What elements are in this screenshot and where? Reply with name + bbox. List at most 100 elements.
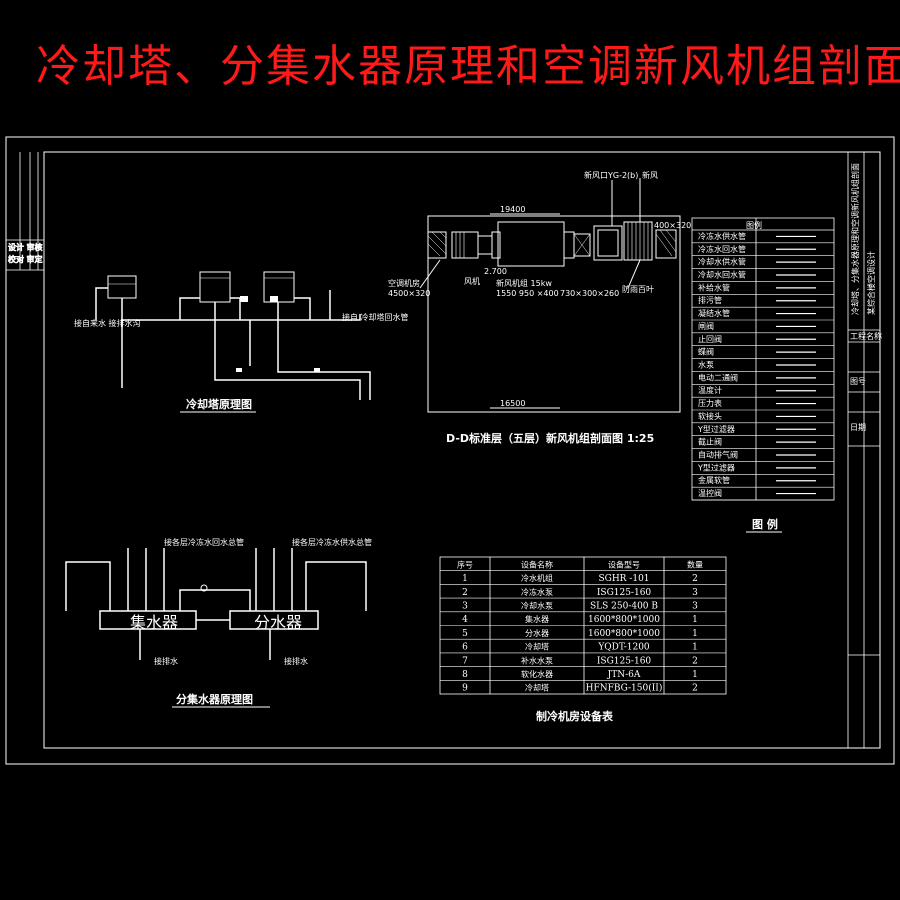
ahu-label-top2: 新风	[642, 170, 658, 180]
ahu-label-box: 730×300×260	[560, 289, 619, 298]
legend-item-label: 补给水管	[698, 282, 730, 292]
left-margin-strip: 设计 审核 校对 审定	[6, 152, 44, 271]
ahu-label-left2: 4500×320	[388, 289, 430, 298]
sheet-inner-border	[43, 151, 881, 749]
manifold-drain-left: 接排水	[154, 656, 178, 666]
cooling-tower-diagram	[95, 271, 371, 400]
table-cell: ISG125-160	[597, 656, 652, 666]
margin-text-b: 校对 审定	[8, 254, 43, 264]
ahu-section-diagram	[419, 178, 681, 413]
ahu-section-caption: D-D标准层（五层）新风机组剖面图 1:25	[446, 431, 654, 445]
table-header-cell: 设备名称	[521, 559, 553, 569]
legend-item-label: 止回阀	[698, 334, 722, 344]
ahu-label-unit: 新风机组 15kw	[496, 278, 552, 288]
legend-item-label: 闸阀	[698, 322, 714, 331]
legend-item-label: 冷却水回水管	[698, 270, 746, 280]
legend-item-label: 冷冻水供水管	[698, 231, 746, 241]
legend-item-label: 压力表	[698, 398, 722, 408]
title-block-rotated-sub: 某综合楼空调设计	[866, 251, 876, 315]
table-cell: 1600*800*1000	[588, 629, 660, 639]
sheet-outer-border	[5, 136, 895, 765]
ahu-label-left: 空调机房	[388, 278, 420, 288]
table-cell: YQDT-1200	[597, 643, 650, 653]
table-cell: 4	[462, 615, 468, 625]
ahu-dim-top: 19400	[500, 205, 525, 214]
legend-item-label: 自动排气阀	[698, 450, 738, 460]
collector-label: 集水器	[130, 613, 178, 632]
legend-item-label: 水泵	[698, 360, 714, 370]
title-block-project: 工程名称	[850, 331, 882, 341]
table-cell: 7	[462, 656, 468, 666]
legend-item-label: Y型过滤器	[697, 462, 735, 472]
table-cell: SGHR -101	[598, 574, 649, 584]
table-cell: 5	[462, 629, 468, 639]
table-cell: 冷水机组	[521, 573, 553, 583]
manifold-right-label: 接各层冷冻水供水总管	[292, 537, 372, 547]
legend-item-label: 温控阀	[698, 488, 722, 498]
table-cell: 冷冻水泵	[521, 587, 553, 597]
legend-caption: 图 例	[752, 517, 778, 531]
ahu-label-top: 新风口YG-2(b)	[584, 170, 638, 180]
table-cell: 冷却水泵	[521, 600, 553, 610]
table-header-cell: 数量	[687, 559, 703, 569]
cooling-tower-caption: 冷却塔原理图	[186, 397, 252, 411]
table-header-cell: 序号	[457, 559, 473, 569]
table-cell: HFNFBG-150(II)	[586, 683, 663, 694]
table-cell: 2	[462, 588, 468, 598]
table-cell: 冷却塔	[525, 683, 549, 693]
drawing-title: 冷却塔、分集水器原理和空调新风机组剖面	[36, 41, 900, 92]
legend-item-label: 软接头	[698, 411, 722, 421]
table-header-cell: 设备型号	[608, 559, 640, 569]
table-cell: 1	[692, 615, 698, 625]
table-cell: 冷却塔	[525, 642, 549, 652]
legend-item-label: 截止阀	[698, 437, 722, 447]
legend-item-label: 冷却水供水管	[698, 257, 746, 267]
manifold-caption: 分集水器原理图	[176, 692, 253, 706]
table-cell: 6	[462, 643, 468, 653]
table-cell: 补水水泵	[521, 655, 553, 665]
title-block	[847, 152, 880, 748]
table-cell: 集水器	[525, 614, 549, 624]
ahu-label-unit2: 1550 950 ×400	[496, 289, 559, 298]
table-cell: ISG125-160	[597, 588, 652, 598]
distributor-label: 分水器	[254, 613, 302, 632]
table-cell: 3	[692, 601, 698, 611]
table-cell: 软化水器	[521, 669, 553, 679]
table-cell: 2	[692, 684, 698, 694]
cooling-tower-left-label: 接自来水 接排水沟	[74, 318, 141, 328]
manifold-left-label: 接各层冷冻水回水总管	[164, 537, 244, 547]
cooling-tower-right-label: 接自 冷却塔回水管	[342, 312, 409, 322]
legend-item-label: 冷冻水回水管	[698, 244, 746, 254]
table-cell: 1	[692, 629, 698, 639]
table-cell: SLS 250-400 B	[590, 601, 658, 611]
equipment-table-caption: 制冷机房设备表	[536, 709, 614, 723]
legend-item-label: 温度计	[698, 385, 722, 395]
table-cell: 2	[692, 656, 698, 666]
table-cell: 分水器	[525, 628, 549, 638]
table-cell: 3	[692, 588, 698, 598]
table-cell: 3	[462, 601, 468, 611]
ahu-label-el: 2.700	[484, 267, 507, 276]
ahu-label-right: 400×320	[654, 221, 691, 230]
table-cell: 1	[692, 643, 698, 653]
table-cell: 1	[462, 574, 468, 584]
title-block-rotated-title: 冷却塔、分集水器原理和空调新风机组剖面	[850, 163, 860, 315]
table-cell: JTN-6A	[607, 670, 641, 680]
legend-item-label: 蝶阀	[698, 347, 714, 357]
ahu-label-hood: 防雨百叶	[622, 284, 654, 294]
table-cell: 2	[692, 574, 698, 584]
ahu-dim-bottom: 16500	[500, 399, 525, 408]
legend-item-label: 凝结水管	[698, 308, 730, 318]
equipment-rows: 序号 设备名称 设备型号 数量 1 冷水机组 SGHR -101 2 2 冷冻水泵 ISG125-1…	[440, 559, 726, 694]
legend-item-label: 金属软管	[698, 475, 730, 485]
legend-item-label: Y型过滤器	[697, 424, 735, 434]
manifold-diagram	[65, 548, 367, 660]
legend-item-label: 排污管	[698, 295, 722, 305]
legend-header: 图例	[746, 220, 762, 230]
table-cell: 8	[462, 670, 468, 680]
legend-rows: 冷冻水供水管冷冻水回水管冷却水供水管冷却水回水管补给水管排污管凝结水管闸阀止回阀…	[692, 231, 834, 501]
legend-item-label: 电动二通阀	[698, 372, 738, 382]
table-cell: 1	[692, 670, 698, 680]
table-cell: 1600*800*1000	[588, 615, 660, 625]
